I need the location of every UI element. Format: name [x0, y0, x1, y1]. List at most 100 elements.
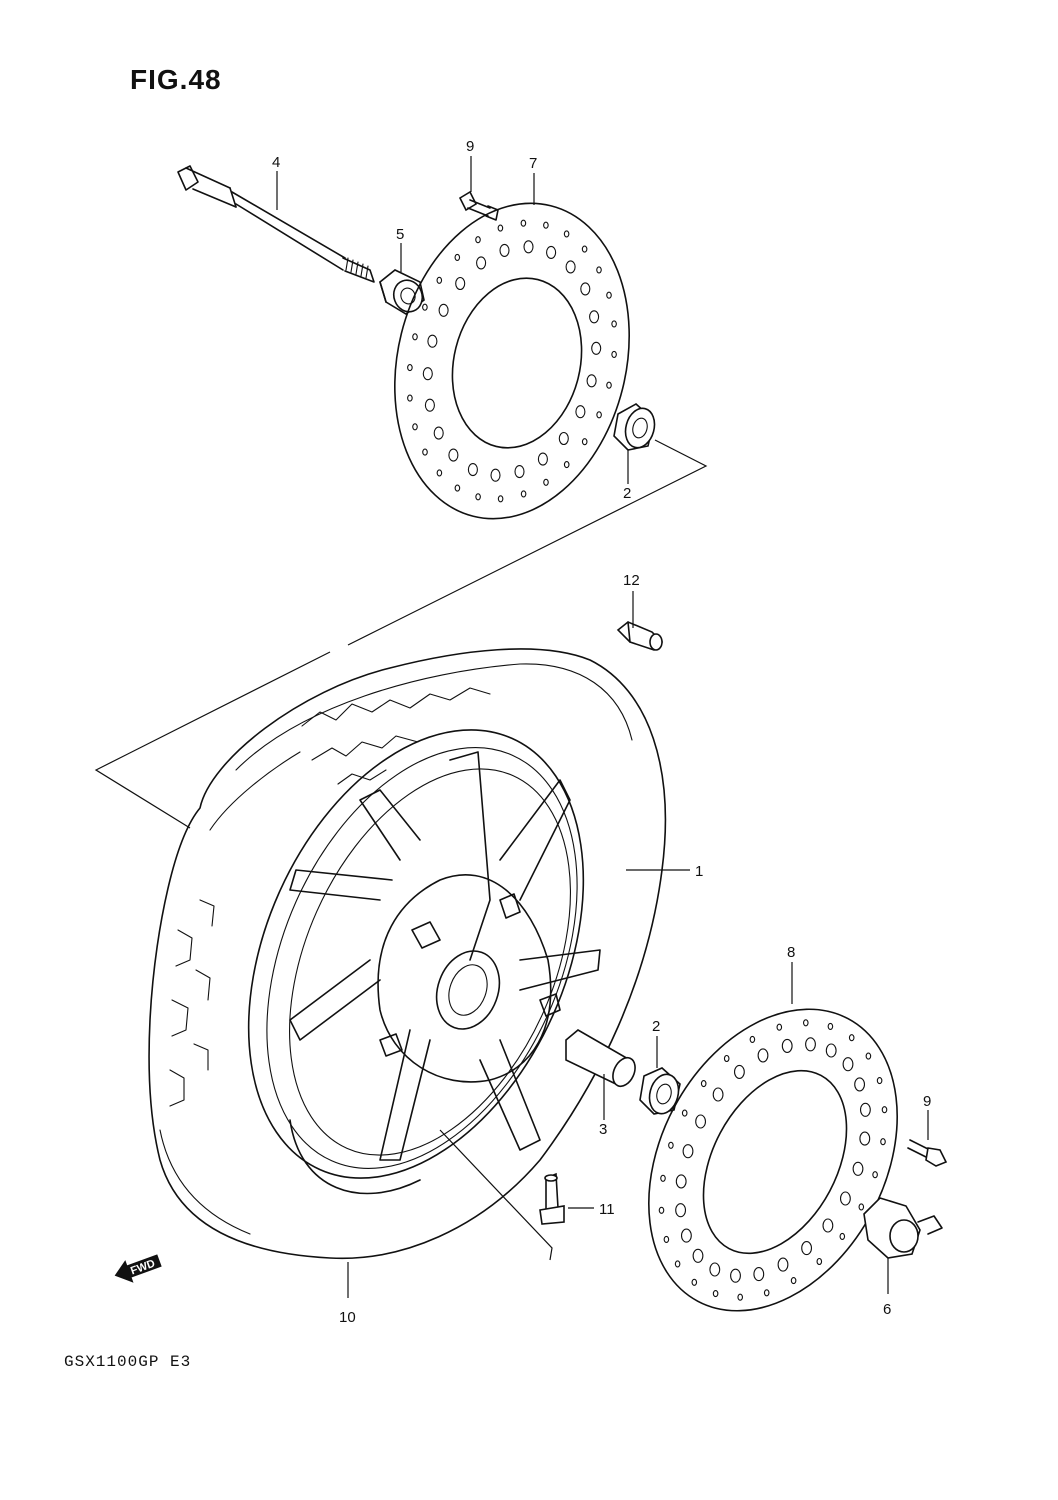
disc-hole [712, 1087, 724, 1102]
spacer-part [565, 1029, 636, 1088]
disc-hole [558, 431, 569, 446]
disc-hole [880, 1138, 886, 1146]
axle-part [177, 165, 375, 283]
disc-hole [407, 394, 413, 402]
disc-hole [854, 1077, 866, 1092]
disc-hole [543, 221, 549, 229]
disc-hole [712, 1290, 719, 1298]
disc-hole [580, 282, 591, 296]
disc-hole [497, 495, 504, 503]
disc-hole [543, 478, 549, 486]
disc-hole [763, 1289, 770, 1297]
disc-hole [427, 334, 438, 348]
disc-hole [523, 240, 534, 254]
wheel-assembly [148, 648, 667, 1260]
disc-hole [753, 1267, 765, 1282]
figure-title: FIG.48 [130, 64, 222, 95]
disc-hole [433, 426, 444, 440]
brake-disc-upper-part [394, 202, 630, 520]
disc-hole [475, 236, 481, 244]
disc-hole [514, 465, 525, 479]
disc-hole [848, 1034, 855, 1042]
callout-brake-disc-left: 8 [787, 944, 795, 961]
disc-hole [822, 1218, 834, 1233]
assembly-guide-line [94, 439, 708, 829]
disc-hole [596, 411, 602, 419]
callout-axle-collar: 5 [396, 226, 404, 243]
disc-hole [827, 1022, 834, 1030]
forward-label: FWD [129, 1258, 157, 1278]
leader-lines [276, 156, 929, 1298]
disc-hole [412, 333, 418, 341]
callout-disc-bolt-upper: 9 [466, 138, 474, 155]
balancer-weight-part [616, 621, 664, 651]
callout-balancer-weight: 12 [623, 572, 640, 589]
callout-wheel: 10 [339, 1309, 356, 1326]
disc-hole [681, 1109, 688, 1117]
disc-hole [777, 1257, 789, 1272]
disc-hole [546, 245, 557, 259]
disc-hole [700, 1080, 707, 1088]
disc-hole [876, 1077, 883, 1085]
disc-hole [467, 463, 478, 477]
disc-hole [438, 303, 449, 317]
disc-hole [658, 1206, 665, 1214]
disc-hole [537, 452, 548, 466]
disc-hole [490, 468, 501, 482]
disc-hole [520, 219, 527, 227]
disc-hole [606, 381, 612, 389]
disc-hole [424, 398, 435, 412]
disc-hole [852, 1161, 864, 1176]
disc-hole [737, 1293, 744, 1301]
disc-hole [675, 1174, 687, 1189]
disc-hole [497, 224, 504, 232]
disc-hole [407, 364, 413, 372]
disc-hole [776, 1023, 783, 1031]
disc-hole [596, 266, 602, 274]
disc-hole [881, 1106, 888, 1114]
disc-hole [790, 1277, 797, 1285]
disc-hole [565, 260, 576, 274]
disc-hole [730, 1268, 741, 1283]
disc-hole [709, 1262, 721, 1277]
disc-hole [675, 1203, 687, 1218]
disc-hole [448, 448, 459, 462]
disc-hole [499, 243, 510, 257]
bearing-lower-part [639, 1067, 681, 1115]
disc-hole [422, 367, 433, 381]
disc-hole [563, 461, 570, 469]
disc-hole [859, 1131, 871, 1146]
disc-hole [611, 320, 617, 328]
callout-disc-bolt-lower: 9 [923, 1093, 931, 1110]
disc-hole [805, 1037, 816, 1052]
callout-bearing-left: 2 [652, 1018, 660, 1035]
disc-hole [581, 438, 588, 446]
disc-hole [692, 1248, 704, 1263]
disc-hole [733, 1064, 745, 1079]
disc-hole [839, 1232, 846, 1240]
disc-hole [586, 374, 597, 388]
disc-hole [660, 1174, 666, 1182]
disc-hole [454, 484, 461, 492]
callout-brake-disc-right: 7 [529, 155, 537, 172]
disc-hole [475, 493, 481, 501]
disc-hole [842, 1057, 854, 1072]
disc-hole [520, 490, 527, 498]
disc-hole [589, 310, 600, 324]
bearing-upper-part [613, 403, 656, 451]
disc-hole [436, 276, 443, 284]
disc-hole [436, 469, 443, 477]
callout-valve: 11 [599, 1201, 615, 1218]
disc-hole [611, 350, 617, 358]
disc-hole [591, 341, 602, 355]
axle-collar-part [379, 269, 425, 315]
disc-hole [816, 1257, 823, 1266]
disc-hole [859, 1102, 871, 1117]
disc-hole [575, 405, 586, 419]
disc-hole [839, 1191, 851, 1206]
disc-hole [680, 1228, 692, 1243]
disc-hole [454, 253, 461, 261]
disc-hole [695, 1114, 707, 1129]
